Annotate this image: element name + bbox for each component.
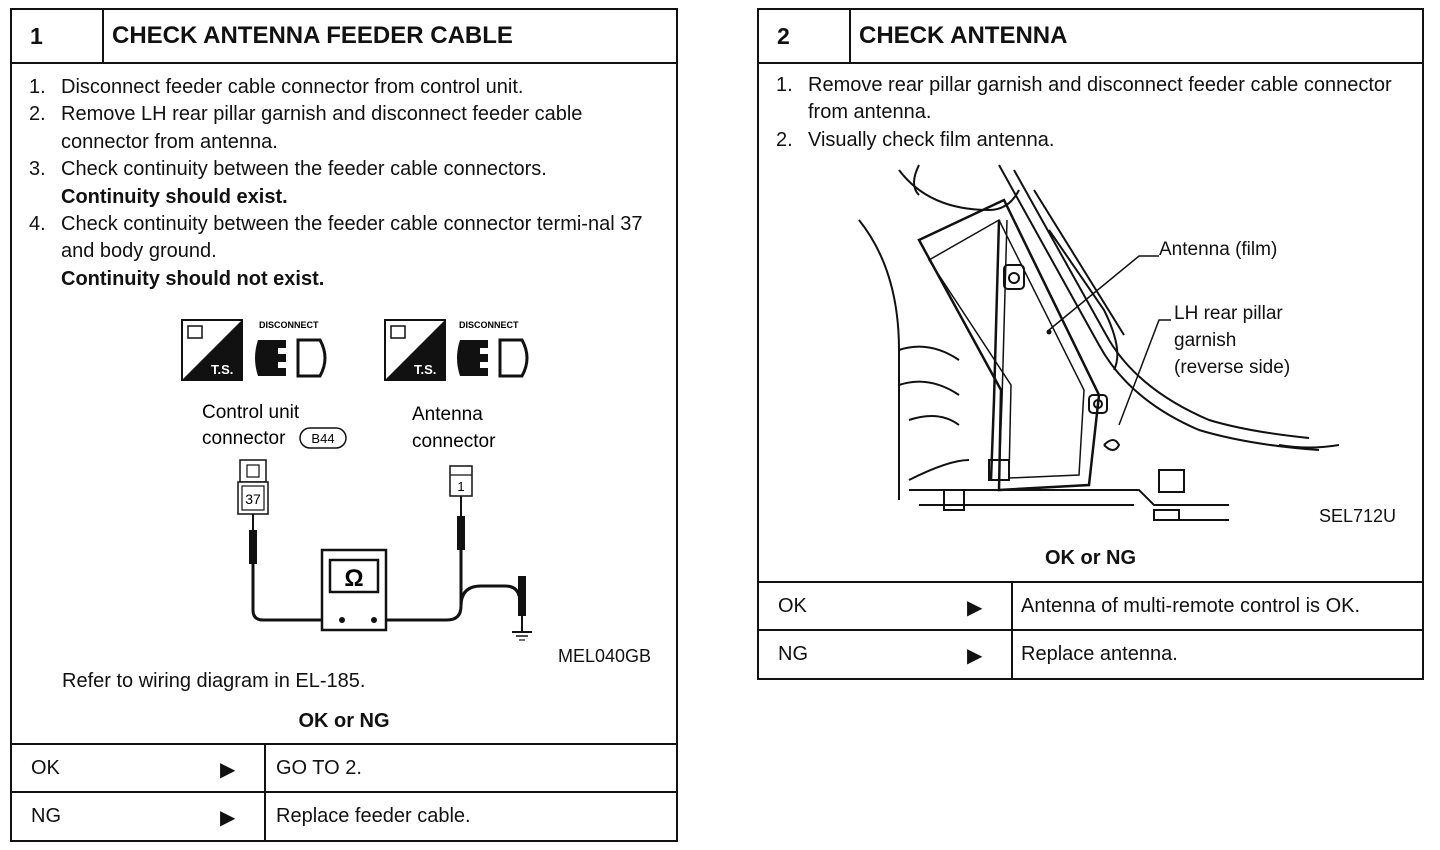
step-number: 2 [759, 10, 851, 62]
garnish-label: LH rear pillar garnish (reverse side) [1174, 300, 1290, 381]
step-1-instructions: 1. Disconnect feeder cable connector fro… [29, 74, 669, 293]
result-action: Antenna of multi-remote control is OK. [1011, 583, 1422, 631]
antenna-connector-label: Antenna [412, 404, 483, 425]
ohm-symbol: Ω [344, 565, 363, 592]
step-title: CHECK ANTENNA [859, 22, 1068, 49]
terminal-number: 37 [245, 491, 261, 507]
result-label: NG [31, 805, 61, 827]
ok-or-ng-heading: OK or NG [298, 710, 390, 732]
step-number: 1 [12, 10, 104, 62]
instruction-item: 3. Check continuity between the feeder c… [29, 156, 669, 211]
garnish-label-line: LH rear pillar [1174, 303, 1283, 324]
disconnect-label: DISCONNECT [459, 320, 519, 330]
instruction-number: 1. [29, 76, 46, 98]
step-1-panel: 1 CHECK ANTENNA FEEDER CABLE 1. Disconne… [10, 8, 678, 842]
step-1-header: 1 CHECK ANTENNA FEEDER CABLE [12, 10, 676, 64]
result-row-ok: OK ▶ Antenna of multi-remote control is … [759, 581, 1422, 631]
result-label: NG [778, 643, 808, 665]
result-row-ng: NG ▶ Replace antenna. [759, 629, 1422, 680]
continuity-test-diagram: T.S. DISCONNECT T.S. DISCONNECT Control … [181, 319, 532, 641]
control-unit-connector: 37 [237, 459, 269, 515]
ts-icon-label: T.S. [211, 362, 233, 377]
instruction-text: Remove LH rear pillar garnish and discon… [61, 103, 583, 153]
ts-icon: T.S. [384, 319, 446, 381]
instruction-number: 2. [776, 128, 793, 151]
result-label: OK [31, 757, 60, 779]
connector-code-badge: B44 [311, 431, 334, 446]
expected-result: Continuity should not exist. [61, 267, 325, 290]
instruction-item: 1. Remove rear pillar garnish and discon… [776, 72, 1396, 127]
result-text: Replace feeder cable. [276, 805, 471, 827]
disconnect-icon: DISCONNECT [255, 320, 327, 378]
instruction-text: Visually check film antenna. [808, 128, 1055, 151]
step-2-header: 2 CHECK ANTENNA [759, 10, 1422, 64]
wiring-reference: Refer to wiring diagram in EL-185. [62, 670, 366, 692]
result-action: GO TO 2. [264, 745, 676, 793]
antenna-connector: 1 [449, 465, 473, 497]
instruction-item: 1. Disconnect feeder cable connector fro… [29, 74, 669, 101]
figure-code: SEL712U [1319, 506, 1397, 526]
arrow-icon: ▶ [220, 759, 236, 781]
ohmmeter: Ω [320, 548, 388, 632]
disconnect-icon: DISCONNECT [457, 320, 529, 378]
step-2-instructions: 1. Remove rear pillar garnish and discon… [776, 72, 1396, 154]
antenna-connector-label: connector [412, 431, 496, 452]
instruction-text: Check continuity between the feeder cabl… [61, 213, 643, 263]
instruction-text: Check continuity between the feeder cabl… [61, 158, 547, 181]
arrow-icon: ▶ [967, 597, 983, 619]
disconnect-label: DISCONNECT [259, 320, 319, 330]
control-unit-label: connector [202, 428, 286, 449]
arrow-icon: ▶ [220, 807, 236, 829]
result-text: GO TO 2. [276, 757, 362, 779]
result-action: Replace antenna. [1011, 631, 1422, 680]
ok-or-ng-heading: OK or NG [1044, 547, 1137, 569]
result-action: Replace feeder cable. [264, 793, 676, 842]
instruction-item: 2. Remove LH rear pillar garnish and dis… [29, 101, 669, 156]
rear-pillar-illustration [858, 164, 1340, 521]
instruction-number: 2. [29, 103, 46, 126]
instruction-text: Remove rear pillar garnish and disconnec… [808, 74, 1392, 124]
instruction-number: 1. [776, 74, 793, 96]
terminal-number: 1 [457, 479, 464, 494]
figure-code: MEL040GB [558, 646, 652, 666]
arrow-icon: ▶ [967, 645, 983, 667]
instruction-text: Disconnect feeder cable connector from c… [61, 76, 524, 98]
result-row-ng: NG ▶ Replace feeder cable. [12, 791, 676, 842]
instruction-number: 3. [29, 158, 46, 181]
antenna-film-label: Antenna (film) [1159, 239, 1278, 260]
result-text: Replace antenna. [1021, 643, 1178, 665]
step-2-panel: 2 CHECK ANTENNA 1. Remove rear pillar ga… [757, 8, 1424, 680]
result-row-ok: OK ▶ GO TO 2. [12, 743, 676, 793]
instruction-item: 2. Visually check film antenna. [776, 127, 1396, 154]
garnish-label-line: (reverse side) [1174, 357, 1291, 378]
instruction-number: 4. [29, 213, 46, 236]
result-text: Antenna of multi-remote control is OK. [1021, 595, 1361, 617]
garnish-label-line: garnish [1174, 330, 1237, 351]
ts-icon: T.S. [181, 319, 243, 381]
ts-icon-label: T.S. [414, 362, 436, 377]
step-title: CHECK ANTENNA FEEDER CABLE [112, 22, 513, 49]
control-unit-label: Control unit [202, 402, 300, 423]
instruction-item: 4. Check continuity between the feeder c… [29, 211, 669, 293]
result-label: OK [778, 595, 807, 617]
expected-result: Continuity should exist. [61, 185, 288, 208]
